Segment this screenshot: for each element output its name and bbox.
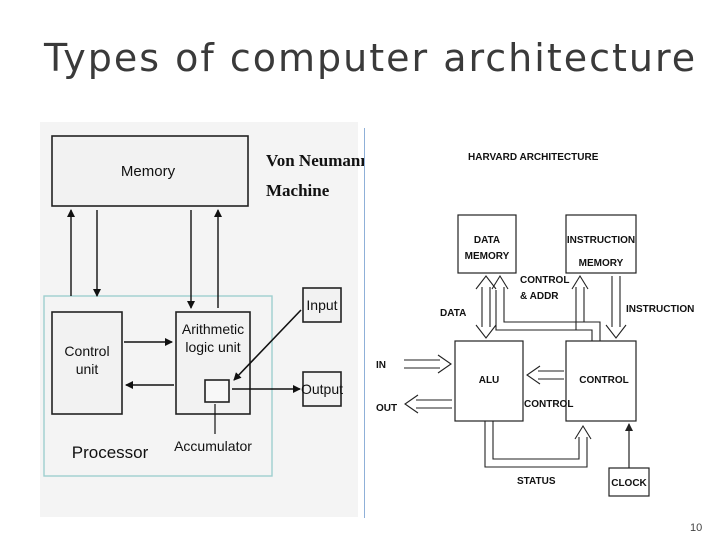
hw-data-memory-box [457, 214, 517, 274]
hw-control-signal-arrow [526, 365, 541, 385]
hw-data-memory-line1: DATA [474, 235, 500, 246]
hw-control-addr-line2: & ADDR [520, 291, 559, 302]
hw-instruction-memory-line1: INSTRUCTION [567, 235, 635, 246]
hw-data-bus-arrow-up [475, 275, 497, 290]
vn-alu-line1: Arithmetic [182, 321, 244, 337]
hw-control-addr-bus-inner [495, 290, 593, 341]
vn-arrow-input-to-accumulator [233, 309, 302, 381]
hw-out-bus [416, 399, 452, 409]
hw-control-signal-label: CONTROL [524, 399, 573, 410]
hw-instr-addr-arrow [571, 274, 589, 290]
vn-memory-box [51, 135, 249, 207]
hw-control-signal-bus [538, 370, 564, 380]
hw-data-memory-line2: MEMORY [465, 251, 510, 262]
hw-out-arrow [404, 394, 419, 414]
hw-clock-box [608, 467, 650, 497]
hw-instruction-bus [611, 276, 621, 327]
hw-data-label: DATA [440, 308, 466, 319]
hw-control-label: CONTROL [579, 375, 628, 386]
hw-in-arrow [437, 354, 452, 374]
hw-instruction-memory-line2: MEMORY [579, 258, 624, 269]
hw-heading: HARVARD ARCHITECTURE [468, 152, 599, 163]
vn-heading-line1: Von Neumann [266, 151, 364, 170]
page-number: 10 [690, 522, 703, 534]
hw-instruction-bus-arrow [605, 324, 627, 339]
hw-status-bus [484, 421, 588, 468]
hw-control-addr-line1: CONTROL [520, 275, 569, 286]
hw-in-bus [404, 359, 440, 369]
hw-control-box [565, 340, 637, 422]
vn-accumulator-box [204, 379, 230, 403]
vn-control-unit-box [51, 311, 123, 415]
hw-instr-addr-bus [575, 287, 585, 330]
vn-control-unit-line1: Control [64, 343, 109, 359]
hw-instruction-label: INSTRUCTION [626, 304, 694, 315]
hw-clock-label: CLOCK [611, 478, 647, 489]
von-neumann-diagram: Memory Von Neumann Machine Control unit … [40, 122, 364, 517]
vn-processor-boundary [43, 295, 273, 477]
hw-control-addr-bus-outer [503, 287, 601, 341]
vn-processor-label: Processor [72, 443, 149, 462]
hw-status-arrow [574, 424, 592, 440]
page-title: Types of computer architecture [44, 36, 698, 80]
vn-output-box [302, 371, 342, 407]
vn-heading-line2: Machine [266, 181, 330, 200]
vn-input-box [302, 287, 342, 323]
vn-memory-label: Memory [121, 163, 176, 180]
hw-out-label: OUT [376, 403, 397, 414]
hw-background [372, 136, 690, 516]
hw-alu-label: ALU [479, 375, 500, 386]
hw-data-bus [481, 287, 491, 327]
vn-output-label: Output [301, 381, 343, 397]
hw-instruction-memory-box [565, 214, 637, 274]
hw-status-label: STATUS [517, 476, 556, 487]
hw-alu-box [454, 340, 524, 422]
vn-alu-line2: logic unit [185, 339, 240, 355]
hw-in-label: IN [376, 360, 386, 371]
diagram-divider [364, 128, 365, 518]
vn-control-unit-line2: unit [76, 361, 99, 377]
vn-input-label: Input [306, 297, 337, 313]
hw-control-addr-arrow [491, 274, 509, 290]
vn-accumulator-label: Accumulator [174, 438, 252, 454]
hw-data-bus-arrow-down [475, 324, 497, 339]
